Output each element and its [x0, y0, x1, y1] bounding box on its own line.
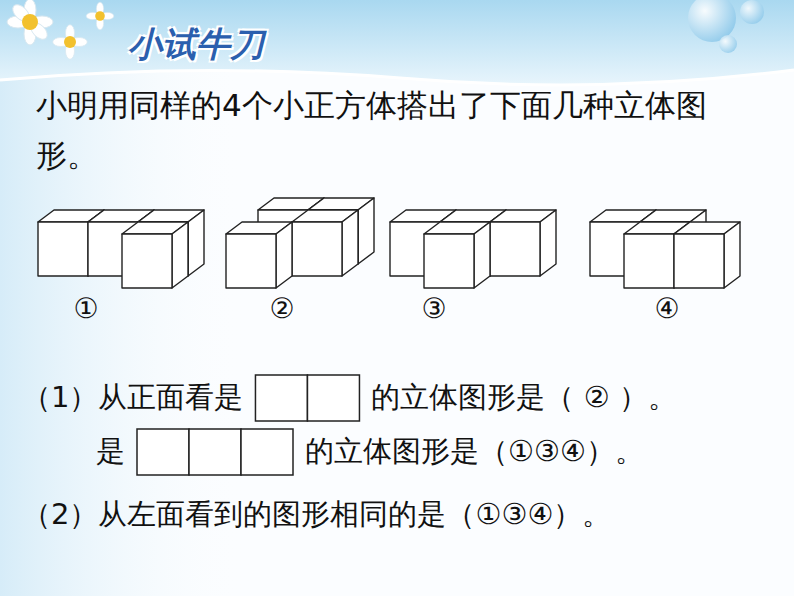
front-view-squares	[255, 375, 359, 421]
figure-number: ④	[654, 292, 679, 325]
cube-figure	[38, 210, 204, 288]
figure-number: ③	[421, 292, 446, 325]
question-part: （1）从正面看是	[22, 378, 243, 418]
question-part: 的立体图形是（①③④）。	[305, 432, 644, 472]
question-part: 是	[96, 432, 125, 472]
slide-title: 小试牛刀	[128, 22, 264, 68]
cube-figure	[226, 198, 374, 288]
question-part: 的立体图形是（ ② ）。	[371, 378, 676, 418]
flower-decoration	[7, 0, 114, 59]
front-view-squares	[137, 429, 293, 475]
question-part: （2）从左面看到的图形相同的是（①③④）。	[22, 495, 611, 535]
figure-number: ①	[73, 292, 98, 325]
cube-figure	[590, 210, 740, 288]
question-text: 小明用同样的4个小正方体搭出了下面几种立体图形。	[36, 80, 756, 180]
figure-number: ②	[269, 292, 294, 325]
cube-figure	[390, 210, 556, 288]
